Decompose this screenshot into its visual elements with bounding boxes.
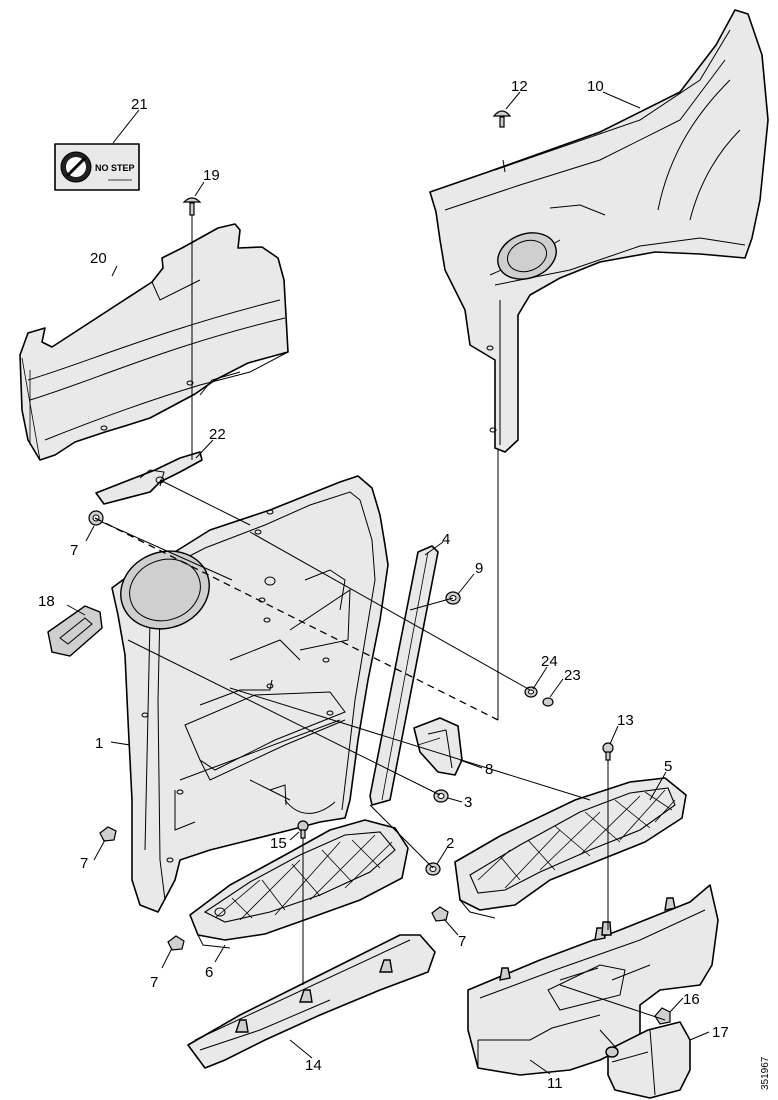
callout-1: 1: [95, 735, 103, 752]
step-tread-part-5: [454, 777, 687, 919]
callout-15: 15: [270, 835, 287, 852]
callout-5: 5: [664, 758, 672, 775]
kick-panel-part-11: [467, 884, 719, 1076]
end-cap-part-17: [605, 1021, 691, 1099]
decal-part-21: NO STEP: [54, 143, 140, 191]
callout-24: 24: [541, 653, 558, 670]
callout-17: 17: [712, 1024, 729, 1041]
kick-panel-part-14: [187, 934, 436, 1069]
callout-3: 3: [464, 794, 472, 811]
bracket-part-22: [95, 451, 203, 505]
grommet-part-18: [47, 605, 103, 657]
screw-part-12: [492, 110, 512, 128]
document-id: 351967: [760, 1056, 771, 1090]
assembly-lines: [94, 385, 666, 1051]
screw-part-19: [182, 197, 202, 385]
callout-6: 6: [205, 964, 213, 981]
callout-9: 9: [475, 560, 483, 577]
callout-8: 8: [485, 761, 493, 778]
callout-7-right: 7: [458, 933, 466, 950]
upper-cover-part-20: [19, 223, 289, 461]
callout-12: 12: [511, 78, 528, 95]
callout-16: 16: [683, 991, 700, 1008]
callout-11: 11: [547, 1075, 563, 1092]
callout-22: 22: [209, 426, 226, 443]
callout-10: 10: [587, 78, 604, 95]
callout-14: 14: [305, 1057, 322, 1074]
decal-text: NO STEP: [95, 163, 135, 173]
upper-trim-part-10: [429, 9, 769, 720]
callout-4: 4: [442, 531, 450, 548]
strip-part-4: [369, 545, 439, 806]
callout-7-mid: 7: [80, 855, 88, 872]
callout-19: 19: [203, 167, 220, 184]
step-tread-part-6: [189, 819, 409, 949]
callout-labels: 21 19 20 22 12 10 7 18 1 4 9 24 23 13 5 …: [38, 78, 729, 1092]
callout-20: 20: [90, 250, 107, 267]
callout-18: 18: [38, 593, 55, 610]
callout-23: 23: [564, 667, 581, 684]
callout-2: 2: [446, 835, 454, 852]
callout-leaders: [66, 91, 710, 1075]
fasteners: [88, 510, 671, 1025]
callout-13: 13: [617, 712, 634, 729]
clip-part-8: [413, 717, 463, 776]
callout-7-bottom: 7: [150, 974, 158, 991]
callout-21: 21: [131, 96, 148, 113]
callout-7-top: 7: [70, 542, 78, 559]
